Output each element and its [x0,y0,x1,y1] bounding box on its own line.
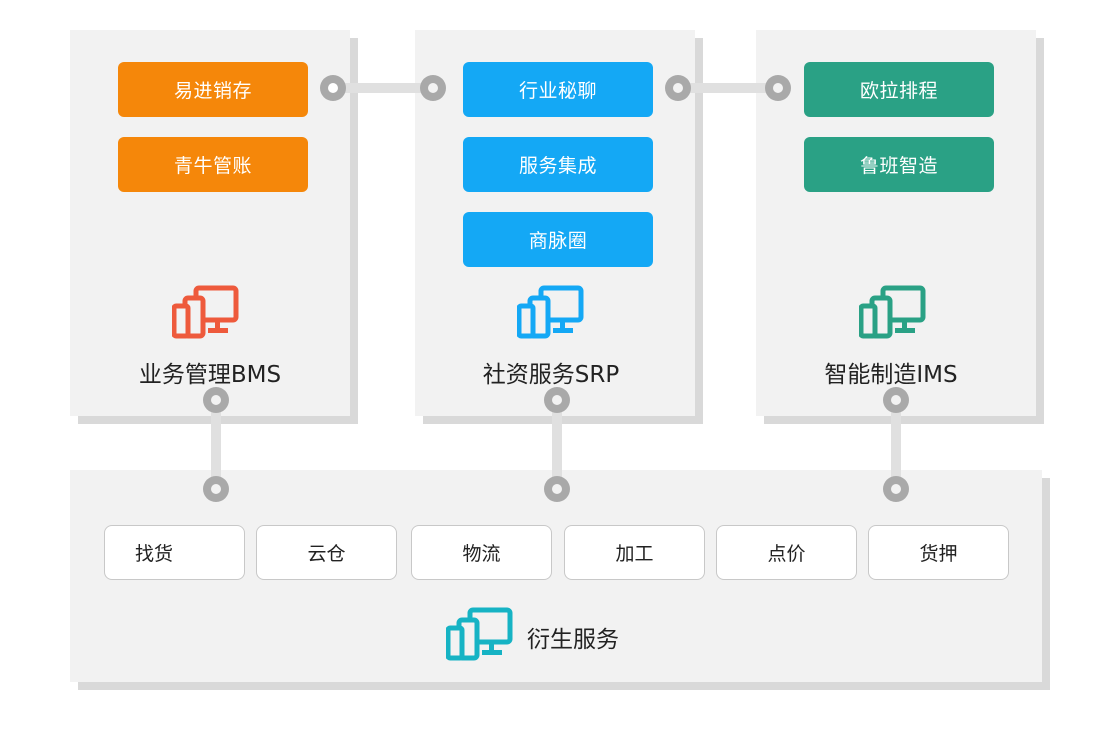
service-item[interactable]: 货押 [868,525,1009,580]
connector-bms-srp [333,83,433,93]
service-item[interactable]: 物流 [411,525,552,580]
connector-dot [420,75,446,101]
ims-button-0[interactable]: 欧拉排程 [804,62,994,117]
connector-dot [765,75,791,101]
service-item[interactable]: 云仓 [256,525,397,580]
srp-panel-title: 社资服务SRP [482,362,620,388]
connector-dot [203,387,229,413]
connector-dot [665,75,691,101]
connector-dot [320,75,346,101]
connector-dot [544,387,570,413]
service-item[interactable]: 加工 [564,525,705,580]
bms-button-0[interactable]: 易进销存 [118,62,308,117]
service-item[interactable]: 找货 [104,525,245,580]
service-item[interactable]: 点价 [716,525,857,580]
connector-ims-derived [891,400,901,490]
srp-button-2[interactable]: 商脉圈 [463,212,653,267]
ims-panel-title: 智能制造IMS [824,362,958,388]
connector-srp-derived [552,400,562,490]
connector-srp-ims [678,83,778,93]
connector-dot [883,387,909,413]
devices-icon [172,285,239,339]
bms-button-1[interactable]: 青牛管账 [118,137,308,192]
devices-icon [859,285,926,339]
connector-dot [544,476,570,502]
connector-dot [203,476,229,502]
ims-button-1[interactable]: 鲁班智造 [804,137,994,192]
derived-panel-title: 衍生服务 [527,627,619,653]
connector-bms-derived [211,400,221,490]
srp-button-1[interactable]: 服务集成 [463,137,653,192]
devices-icon [446,607,513,661]
bms-panel-title: 业务管理BMS [138,362,282,388]
connector-dot [883,476,909,502]
devices-icon [517,285,584,339]
srp-button-0[interactable]: 行业秘聊 [463,62,653,117]
